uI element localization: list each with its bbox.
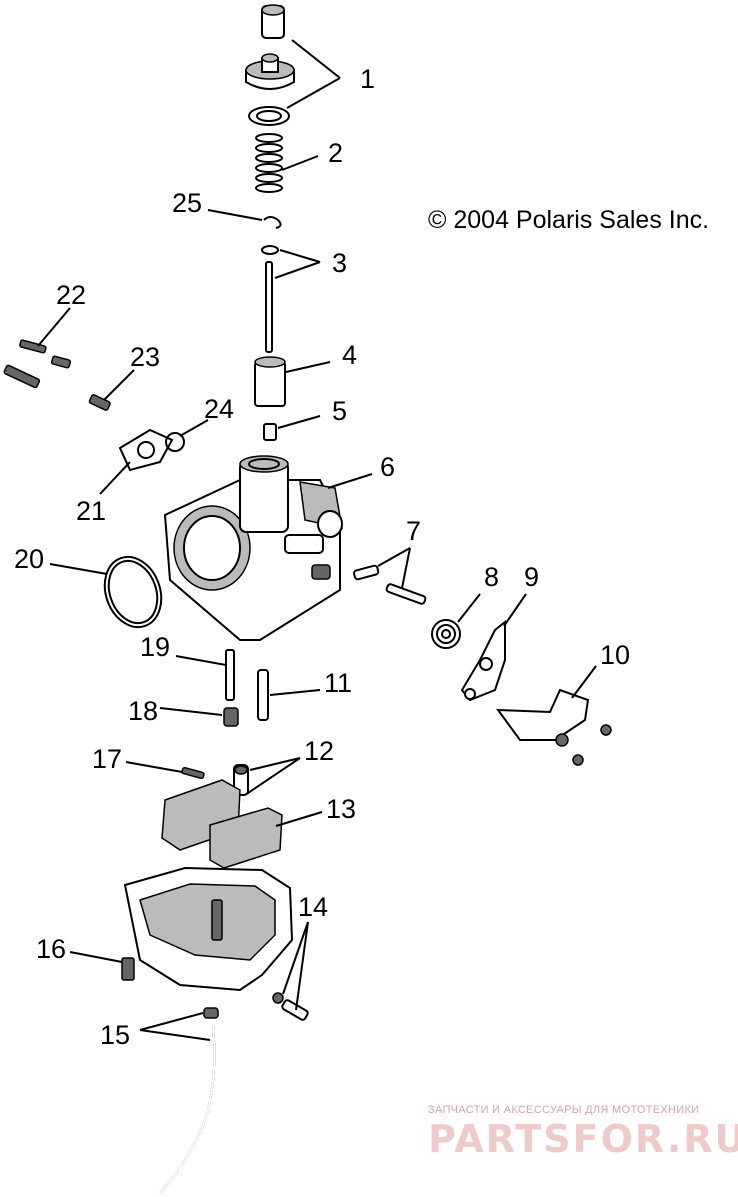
callout-18: 18 xyxy=(128,696,158,726)
part-1-cap-assembly xyxy=(245,4,295,126)
callout-13: 13 xyxy=(326,794,356,824)
part-24-o-ring xyxy=(165,432,185,452)
callout-19: 19 xyxy=(140,632,170,662)
callout-16: 16 xyxy=(36,934,66,964)
callout-1: 1 xyxy=(360,64,375,94)
part-17-pin xyxy=(181,766,205,780)
part-2-spring xyxy=(255,133,283,193)
part-19-needle-jet xyxy=(225,649,235,701)
part-15-drain-hose xyxy=(159,1007,219,1194)
part-6-carburetor-body xyxy=(163,455,343,641)
callout-8: 8 xyxy=(484,562,499,592)
leader-lines xyxy=(37,39,597,1041)
part-11-pilot-jet xyxy=(257,669,269,721)
callout-21: 21 xyxy=(76,496,106,526)
copyright-notice: © 2004 Polaris Sales Inc. xyxy=(428,206,709,234)
callout-2: 2 xyxy=(328,138,343,168)
watermark-site: PARTSFOR.RU xyxy=(428,1117,738,1161)
part-21-plate xyxy=(118,428,174,472)
callout-12: 12 xyxy=(304,736,334,766)
callout-25: 25 xyxy=(172,188,202,218)
callout-17: 17 xyxy=(92,744,122,774)
callout-4: 4 xyxy=(342,340,357,370)
part-23-screw xyxy=(88,394,111,411)
part-20-o-ring xyxy=(103,555,163,629)
callout-22: 22 xyxy=(56,280,86,310)
part-12-float-valve xyxy=(233,764,249,796)
part-5-jet xyxy=(263,423,277,441)
callout-14: 14 xyxy=(298,892,328,922)
part-9-throttle-lever xyxy=(460,619,506,702)
watermark-tagline: ЗАПЧАСТИ И АКСЕССУАРЫ ДЛЯ МОТОТЕХНИКИ xyxy=(428,1104,699,1116)
part-16-screw xyxy=(121,957,135,981)
part-3-needle xyxy=(261,245,279,353)
part-float-bowl xyxy=(123,866,294,992)
part-14-drain-screw-set xyxy=(272,992,309,1021)
part-25-clip xyxy=(263,216,282,229)
part-13-float xyxy=(161,779,283,869)
callout-11: 11 xyxy=(324,668,352,698)
callout-6: 6 xyxy=(380,452,395,482)
part-22-screw-set xyxy=(3,339,72,389)
callout-24: 24 xyxy=(204,394,234,424)
part-4-throttle-slide xyxy=(254,356,286,407)
callout-20: 20 xyxy=(14,544,44,574)
callout-10: 10 xyxy=(600,640,630,670)
callout-7: 7 xyxy=(406,516,421,546)
part-18-main-jet xyxy=(223,707,239,727)
part-7-idle-screw-set xyxy=(353,564,427,605)
callout-23: 23 xyxy=(130,342,160,372)
part-8-spring xyxy=(431,619,461,649)
callout-15: 15 xyxy=(100,1020,130,1050)
part-10-bracket xyxy=(495,688,612,766)
callout-3: 3 xyxy=(332,248,347,278)
callout-9: 9 xyxy=(524,562,539,592)
callout-5: 5 xyxy=(332,396,347,426)
